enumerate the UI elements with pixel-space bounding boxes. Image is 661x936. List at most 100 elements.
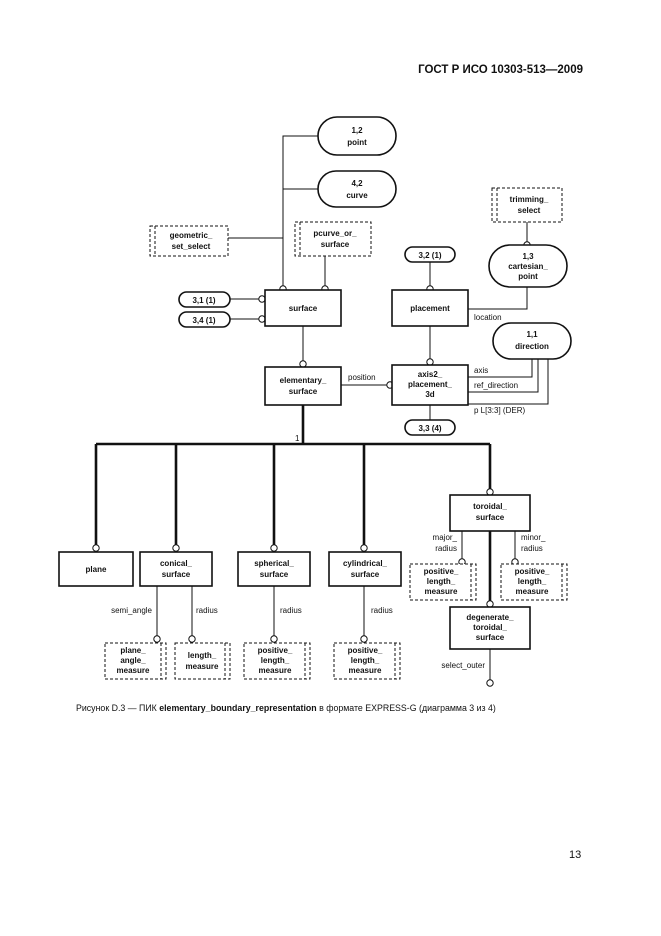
svg-text:placement: placement bbox=[410, 304, 450, 313]
ref-direction: 1,1 direction bbox=[492, 322, 572, 360]
svg-text:positive_: positive_ bbox=[424, 567, 459, 576]
entity-axis2-placement-3d: axis2_ placement_ 3d bbox=[391, 364, 469, 406]
svg-text:surface: surface bbox=[476, 513, 505, 522]
label-axis: axis bbox=[474, 366, 488, 375]
svg-text:measure: measure bbox=[516, 587, 549, 596]
ref-3-4: 3,4 (1) bbox=[178, 311, 231, 328]
select-trimming-select: trimming_ select bbox=[491, 187, 563, 223]
svg-text:degenerate_: degenerate_ bbox=[466, 613, 514, 622]
svg-text:toroidal_: toroidal_ bbox=[473, 502, 507, 511]
label-major-radius-1: major_ bbox=[433, 533, 458, 542]
attribute-lines bbox=[156, 520, 516, 680]
type-positive-length-measure-major: positive_ length_ measure bbox=[409, 563, 477, 601]
label-position: position bbox=[348, 373, 376, 382]
svg-text:conical_: conical_ bbox=[160, 559, 193, 568]
entity-surface: surface bbox=[264, 289, 342, 327]
svg-text:cylindrical_: cylindrical_ bbox=[343, 559, 388, 568]
entity-toroidal-surface: toroidal_ surface bbox=[449, 494, 531, 532]
svg-text:3,3 (4): 3,3 (4) bbox=[418, 424, 441, 433]
svg-text:cartesian_: cartesian_ bbox=[508, 262, 548, 271]
label-minor-radius-1: minor_ bbox=[521, 533, 546, 542]
svg-text:select: select bbox=[518, 206, 541, 215]
entity-placement: placement bbox=[391, 289, 469, 327]
svg-text:direction: direction bbox=[515, 342, 549, 351]
label-radius-spherical: radius bbox=[280, 606, 302, 615]
document-header: ГОСТ Р ИСО 10303-513—2009 bbox=[418, 64, 583, 76]
svg-text:3,4 (1): 3,4 (1) bbox=[192, 316, 215, 325]
entity-plane: plane bbox=[58, 551, 134, 587]
svg-text:curve: curve bbox=[346, 191, 368, 200]
svg-text:positive_: positive_ bbox=[258, 646, 293, 655]
svg-text:measure: measure bbox=[349, 666, 382, 675]
type-positive-length-measure-spherical: positive_ length_ measure bbox=[243, 642, 311, 680]
svg-text:length_: length_ bbox=[518, 577, 547, 586]
svg-text:4,2: 4,2 bbox=[351, 179, 363, 188]
label-p: p L[3:3] (DER) bbox=[474, 406, 525, 415]
label-location: location bbox=[474, 313, 502, 322]
svg-text:surface: surface bbox=[162, 570, 191, 579]
svg-text:length_: length_ bbox=[351, 656, 380, 665]
svg-text:measure: measure bbox=[259, 666, 292, 675]
svg-text:plane: plane bbox=[86, 565, 107, 574]
page-number: 13 bbox=[569, 849, 582, 861]
svg-text:elementary_: elementary_ bbox=[280, 376, 327, 385]
svg-text:3,1 (1): 3,1 (1) bbox=[192, 296, 215, 305]
attribute-labels: location position axis ref_direction p L… bbox=[111, 313, 546, 670]
entity-degenerate-toroidal-surface: degenerate_ toroidal_ surface bbox=[449, 606, 531, 650]
svg-text:placement_: placement_ bbox=[408, 380, 453, 389]
svg-text:measure: measure bbox=[117, 666, 150, 675]
svg-text:point: point bbox=[518, 272, 538, 281]
svg-text:point: point bbox=[347, 138, 367, 147]
svg-text:1,3: 1,3 bbox=[522, 252, 534, 261]
svg-text:spherical_: spherical_ bbox=[254, 559, 294, 568]
ref-cartesian-point: 1,3 cartesian_ point bbox=[488, 244, 568, 288]
label-major-radius-2: radius bbox=[435, 544, 457, 553]
svg-text:length_: length_ bbox=[188, 651, 217, 660]
svg-text:3,2 (1): 3,2 (1) bbox=[418, 251, 441, 260]
label-minor-radius-2: radius bbox=[521, 544, 543, 553]
entity-elementary-surface: elementary_ surface bbox=[264, 366, 342, 406]
label-select-outer: select_outer bbox=[441, 661, 485, 670]
ref-3-1: 3,1 (1) bbox=[178, 291, 231, 308]
svg-text:length_: length_ bbox=[261, 656, 290, 665]
svg-text:toroidal_: toroidal_ bbox=[473, 623, 507, 632]
label-radius-conical: radius bbox=[196, 606, 218, 615]
svg-text:measure: measure bbox=[186, 662, 219, 671]
svg-text:trimming_: trimming_ bbox=[510, 195, 549, 204]
label-ref-direction: ref_direction bbox=[474, 381, 518, 390]
select-geometric-set-select: geometric_ set_select bbox=[149, 225, 229, 257]
ref-point: 1,2 point bbox=[317, 116, 397, 156]
svg-text:measure: measure bbox=[425, 587, 458, 596]
svg-text:surface: surface bbox=[321, 240, 350, 249]
svg-text:length_: length_ bbox=[427, 577, 456, 586]
svg-text:1,1: 1,1 bbox=[526, 330, 538, 339]
svg-text:geometric_: geometric_ bbox=[170, 231, 213, 240]
type-length-measure: length_ measure bbox=[174, 642, 231, 680]
ref-curve: 4,2 curve bbox=[317, 170, 397, 208]
svg-text:surface: surface bbox=[351, 570, 380, 579]
label-one-of: 1 bbox=[295, 434, 300, 443]
svg-text:surface: surface bbox=[289, 304, 318, 313]
label-semi-angle: semi_angle bbox=[111, 606, 152, 615]
svg-text:surface: surface bbox=[260, 570, 289, 579]
svg-text:surface: surface bbox=[289, 387, 318, 396]
ref-3-2: 3,2 (1) bbox=[404, 246, 456, 263]
select-pcurve-or-surface: pcurve_or_ surface bbox=[294, 221, 372, 257]
svg-text:3d: 3d bbox=[425, 390, 434, 399]
ref-3-3: 3,3 (4) bbox=[404, 419, 456, 436]
svg-text:surface: surface bbox=[476, 633, 505, 642]
svg-text:positive_: positive_ bbox=[515, 567, 550, 576]
entity-spherical-surface: spherical_ surface bbox=[237, 551, 311, 587]
svg-text:positive_: positive_ bbox=[348, 646, 383, 655]
svg-text:plane_: plane_ bbox=[120, 646, 146, 655]
relationship-lines bbox=[228, 135, 549, 420]
subtype-tree-lines bbox=[94, 405, 492, 606]
svg-text:angle_: angle_ bbox=[120, 656, 146, 665]
svg-text:pcurve_or_: pcurve_or_ bbox=[313, 229, 357, 238]
svg-text:1,2: 1,2 bbox=[351, 126, 363, 135]
svg-text:axis2_: axis2_ bbox=[418, 370, 443, 379]
type-positive-length-measure-minor: positive_ length_ measure bbox=[500, 563, 568, 601]
type-positive-length-measure-cylindrical: positive_ length_ measure bbox=[333, 642, 401, 680]
type-plane-angle-measure: plane_ angle_ measure bbox=[104, 642, 167, 680]
